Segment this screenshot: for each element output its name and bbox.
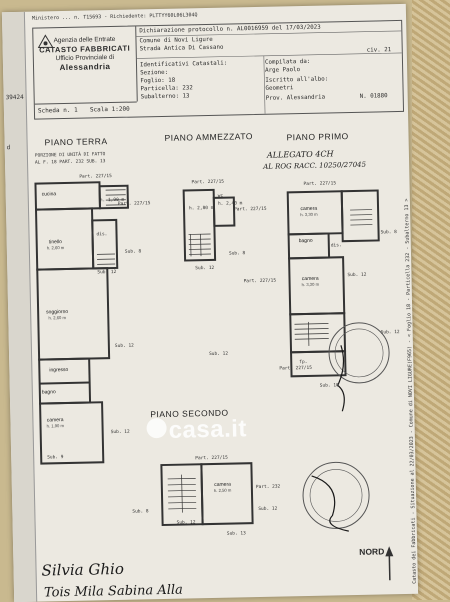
primo-dis: dis. — [331, 243, 342, 248]
room-camera2: camera h. 3,30 m — [300, 206, 318, 218]
secondo-sub12: Sub. 12 — [177, 520, 196, 525]
room-cucina: cucina — [42, 191, 57, 197]
room-bagno2: bagno — [299, 238, 313, 244]
amm-part-label-2: Part. 227/15 — [234, 207, 267, 213]
signature-1: Silvia Ghio — [41, 560, 124, 580]
background-fabric — [412, 0, 450, 600]
room-camera3-height: h. 3,30 m — [302, 282, 320, 288]
room-bagno: bagno — [42, 389, 56, 395]
room-cucina-label: cucina — [42, 191, 57, 197]
room-camera4: camera h. 2,50 m — [214, 482, 232, 494]
terra-sub12-b: Sub. 12 — [115, 344, 134, 349]
primo-sub12-b: Sub. 12 — [381, 330, 400, 335]
primo-fp: fp. — [299, 360, 307, 365]
terra-sub8: Sub. 8 — [125, 249, 141, 254]
amm-part-label: Part. 227/15 — [191, 180, 224, 186]
amm-part-label-3: Part. 227/15 — [244, 279, 277, 285]
terra-part-label: Part. 227/15 — [79, 174, 112, 180]
primo-sub10: Sub. 10 — [320, 383, 339, 388]
room-bagno2-label: bagno — [299, 238, 313, 244]
room-camera-height: h. 1,90 m — [46, 423, 64, 429]
terra-sub12: Sub. 12 — [97, 270, 116, 275]
floor-plans-drawing — [2, 4, 418, 602]
room-camera3: camera h. 3,30 m — [301, 276, 319, 288]
primo-part-label-2: Part. 227/15 — [279, 366, 312, 372]
room-soggiorno-height: h. 2,60 m — [46, 315, 68, 321]
room-ingresso-label: ingresso — [49, 367, 68, 373]
room-camera2-height: h. 3,30 m — [300, 212, 318, 218]
amm-sub8: Sub. 8 — [229, 251, 245, 256]
secondo-sub13: Sub. 13 — [227, 531, 246, 536]
room-camera: camera h. 1,90 m — [46, 417, 64, 429]
room-ingresso: ingresso — [49, 367, 68, 373]
cadastral-plan-sheet: 39424 d Ministero ... n. T15693 - Richie… — [2, 4, 418, 602]
terra-sub12-c: Sub. 12 — [111, 430, 130, 435]
terra-cucina-h: h. 1,90 m — [100, 198, 124, 204]
terra-dis: dis. — [96, 232, 107, 237]
primo-sub8: Sub. 8 — [381, 230, 397, 235]
handwritten-allegato: ALLEGATO 4CH — [267, 149, 334, 159]
watermark: casa.it — [168, 415, 247, 445]
secondo-part-label: Part. 227/15 — [195, 456, 228, 462]
room-bagno-label: bagno — [42, 389, 56, 395]
terra-sub9: Sub. 9 — [47, 455, 63, 460]
room-soggiorno: soggiorno h. 2,60 m — [46, 309, 68, 321]
primo-sub12: Sub. 12 — [347, 273, 366, 278]
room-tinello-height: h. 2,60 m — [47, 245, 65, 251]
secondo-sub8: Sub. 8 — [132, 509, 148, 514]
primo-part-label: Part. 227/15 — [303, 181, 336, 187]
north-label: NORD — [359, 546, 384, 557]
secondo-part232: Part. 232 — [256, 485, 280, 491]
amm-wc: wc — [218, 194, 224, 199]
signature-2: Tois Mila Sabina Alla — [44, 583, 183, 601]
secondo-sub12-b: Sub. 12 — [258, 507, 277, 512]
amm-sub12: Sub. 12 — [195, 266, 214, 271]
amm-sub12-b: Sub. 12 — [209, 352, 228, 357]
amm-wc-h: h. 2,40 m — [218, 201, 242, 207]
room-tinello: tinello h. 2,60 m — [47, 239, 65, 251]
amm-height: h. 2,80 m — [189, 206, 213, 212]
room-camera4-height: h. 2,50 m — [214, 488, 232, 494]
